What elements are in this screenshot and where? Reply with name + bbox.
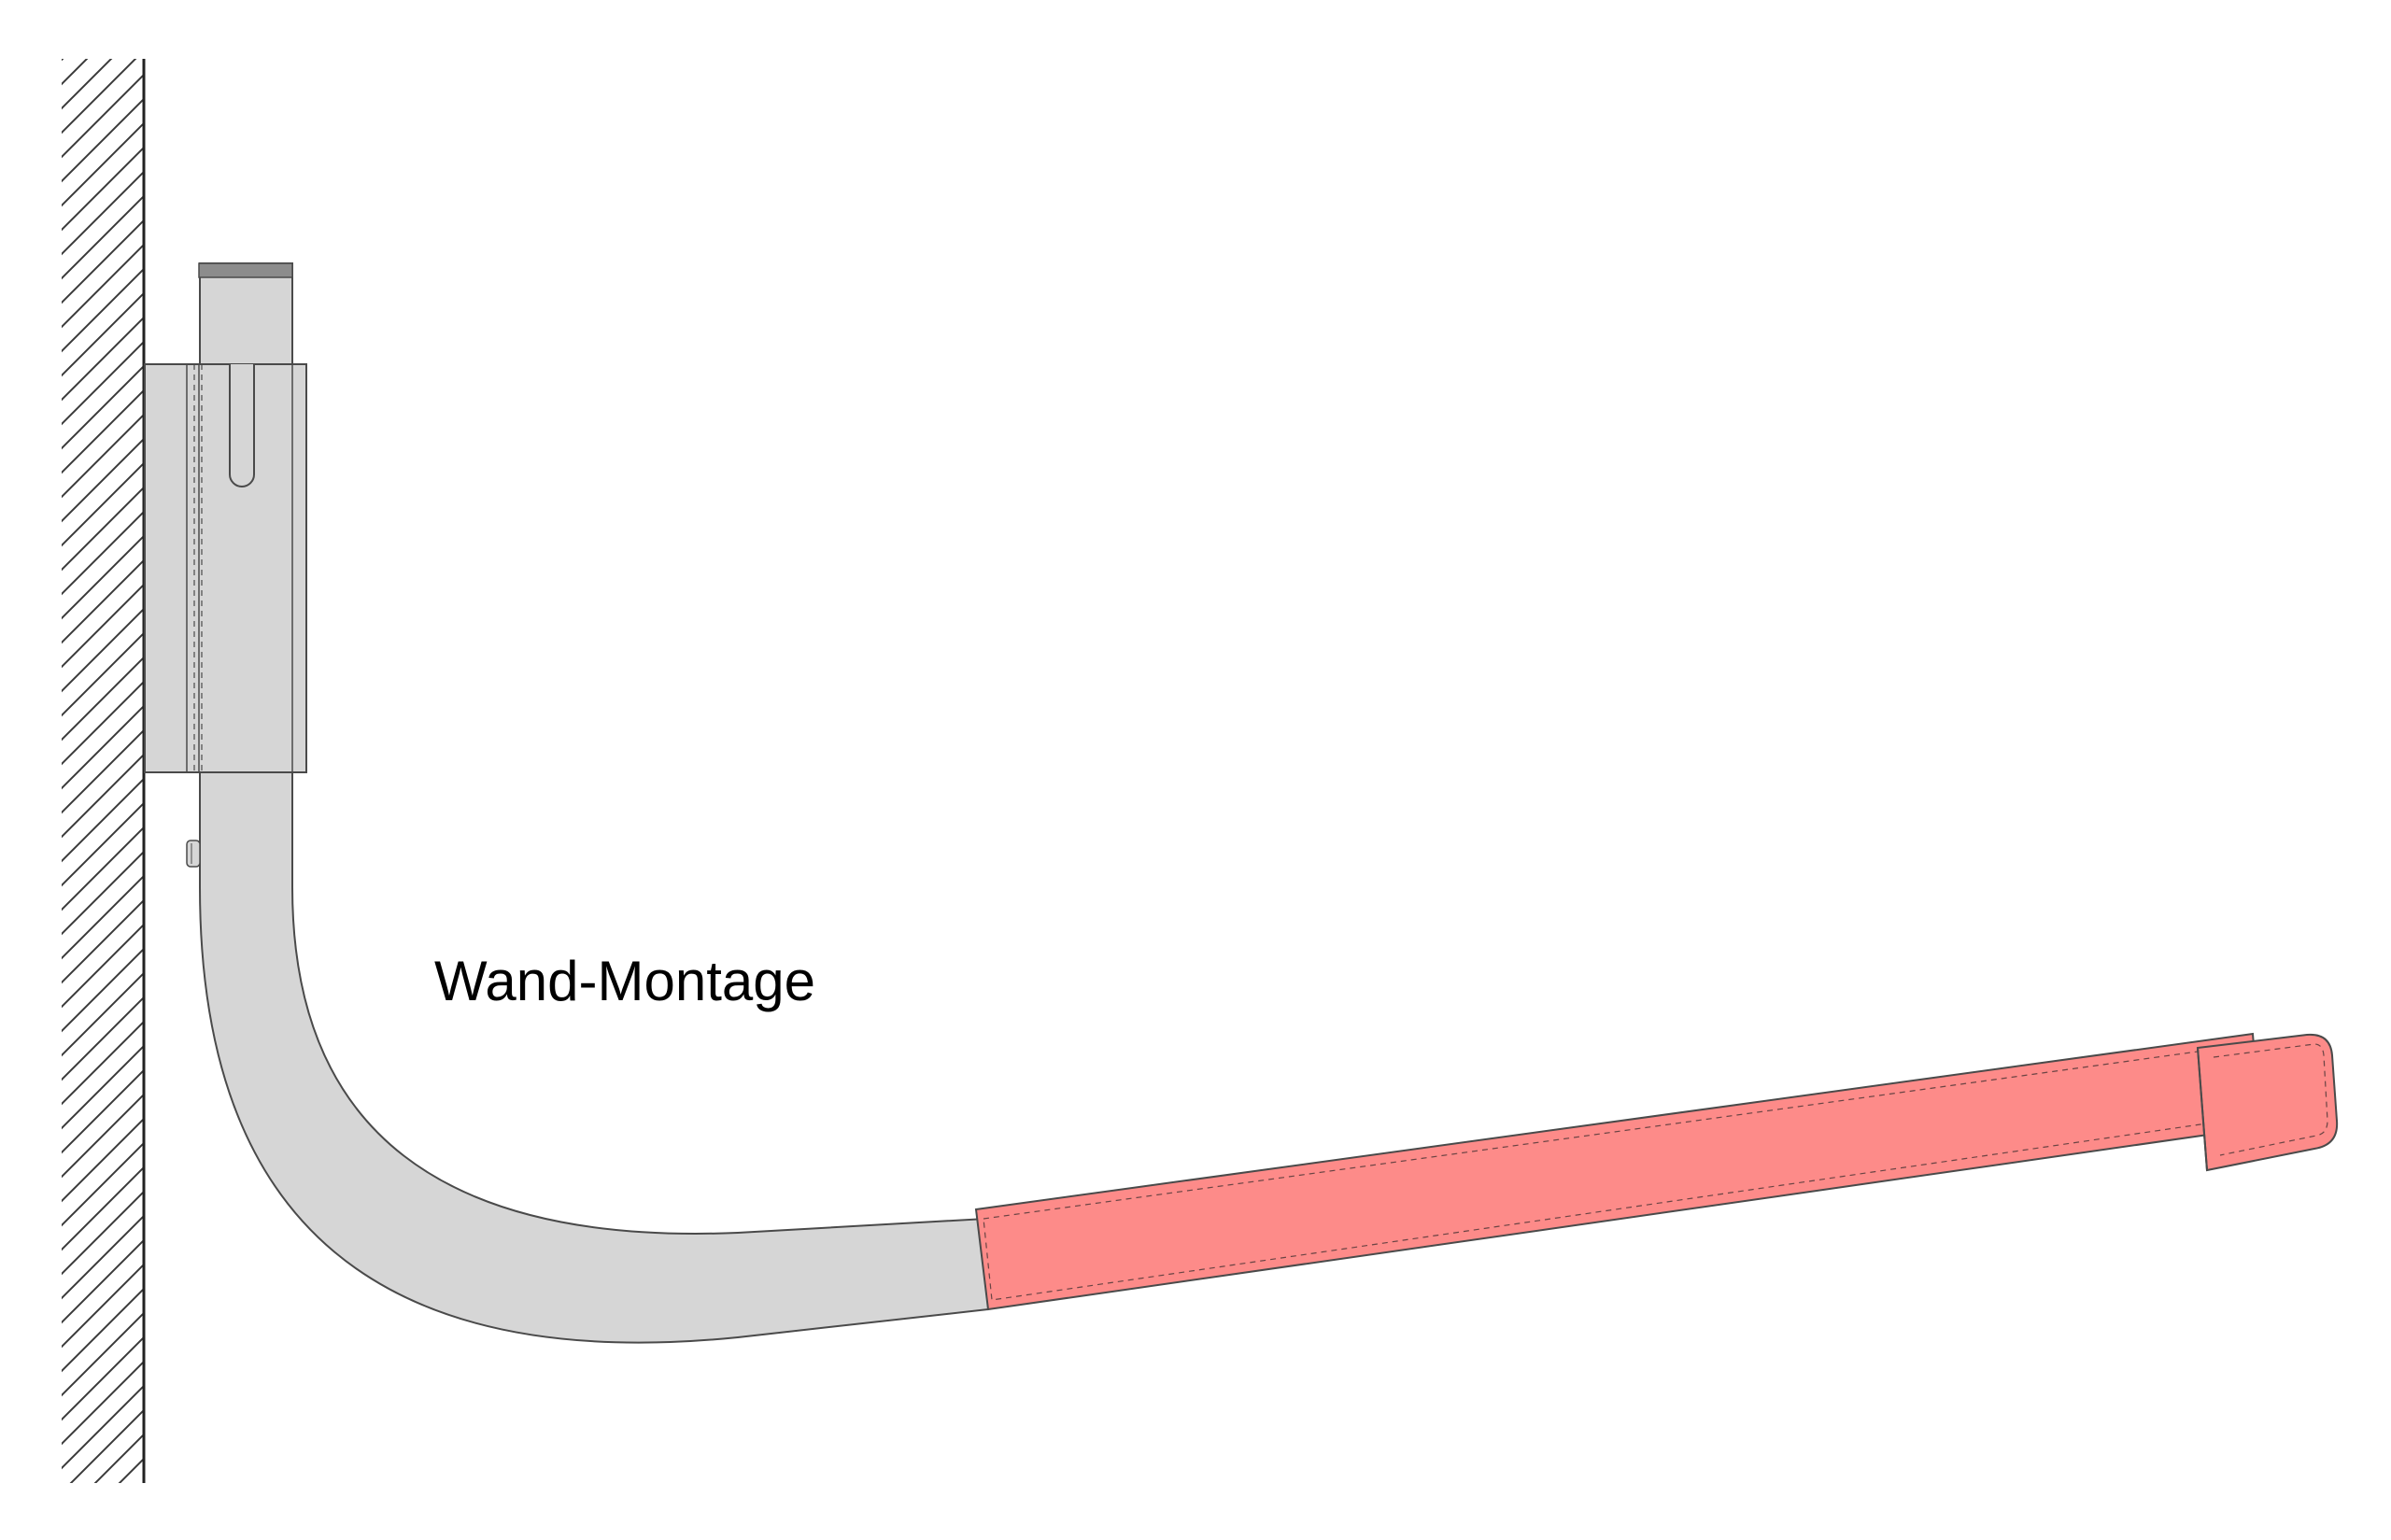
mount-type-label: Wand-Montage [434, 950, 815, 1012]
wall-hatching [62, 59, 144, 1483]
bracket-body [144, 363, 307, 773]
bent-tube [198, 262, 990, 1344]
end-cap-body [2196, 1033, 2339, 1172]
end-cap-seam [2197, 1047, 2208, 1171]
end-cap-stitch [2213, 1043, 2328, 1156]
foam-grip [974, 1032, 2262, 1311]
grip-body [974, 1032, 2262, 1311]
set-screw [186, 840, 201, 868]
top-cap [198, 262, 293, 278]
end-cap [2196, 1033, 2339, 1172]
bracket-slot [229, 364, 255, 487]
screw-head [186, 840, 201, 868]
wall-bracket [144, 363, 307, 773]
tube-body [199, 262, 990, 1344]
wall [62, 59, 146, 1483]
